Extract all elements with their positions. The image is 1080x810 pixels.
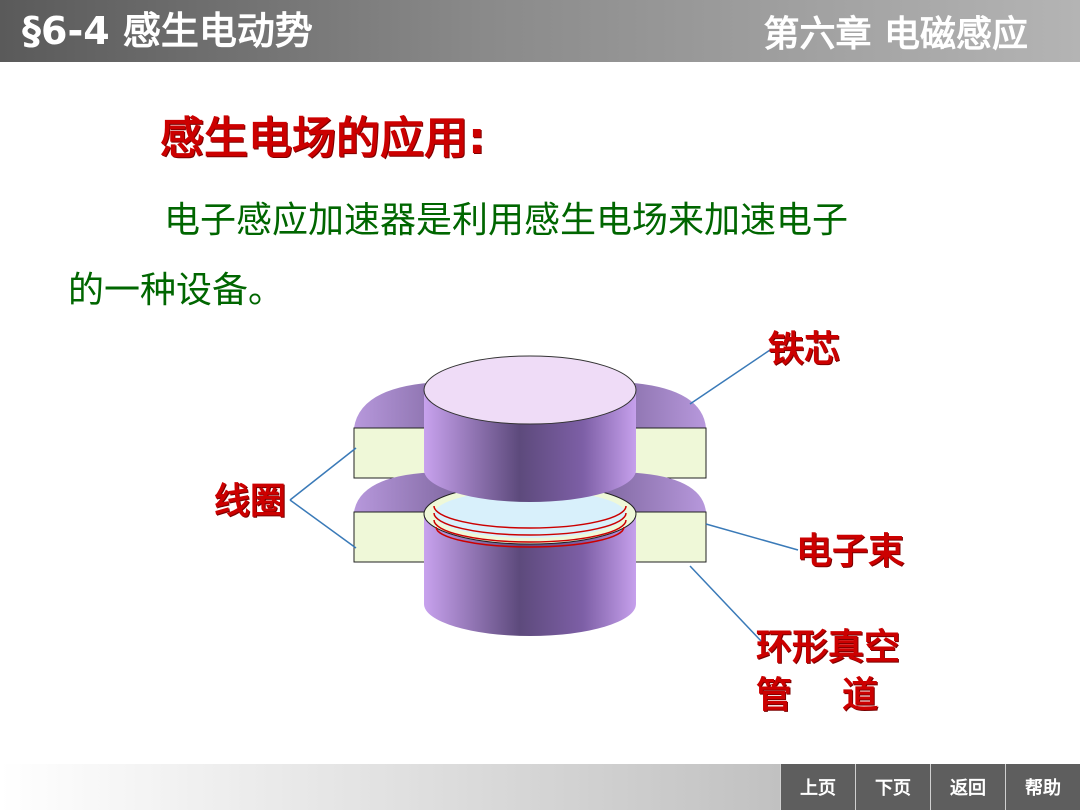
lower-coil-left: [353, 511, 427, 563]
next-page-button[interactable]: 下页: [855, 764, 930, 810]
label-vacuum-tube: 环形真空 管 道: [756, 624, 900, 720]
leader-vacuum-tube: [689, 565, 763, 643]
label-electron-beam: 电子束: [796, 531, 905, 572]
label-vacuum-tube-line-1: 环形真空: [756, 627, 901, 668]
prev-page-button[interactable]: 上页: [780, 764, 855, 810]
electron-beam-orbit: [433, 505, 627, 529]
slide-paragraph: 电子感应加速器是利用感生电场来加速电子 的一种设备。: [68, 186, 968, 326]
section-title: §6-4 感生电动势: [22, 9, 313, 53]
leader-iron-core: [689, 349, 771, 405]
nav-buttons: 上页 下页 返回 帮助: [780, 764, 1080, 810]
upper-coil-left: [353, 427, 427, 479]
paragraph-line-1: 电子感应加速器是利用感生电场来加速电子: [164, 200, 849, 241]
label-iron-core: 铁芯: [768, 329, 841, 370]
label-coil: 线圈: [214, 481, 287, 522]
leader-coil-upper: [289, 447, 357, 501]
slide-heading: 感生电场的应用:: [160, 113, 486, 164]
lower-coil-right: [633, 511, 707, 563]
footer-bar: 上页 下页 返回 帮助: [0, 764, 1080, 810]
title-bar: §6-4 感生电动势 第六章 电磁感应: [0, 0, 1080, 62]
chapter-title: 第六章 电磁感应: [763, 14, 1028, 55]
back-button[interactable]: 返回: [930, 764, 1005, 810]
paragraph-line-2: 的一种设备。: [68, 270, 285, 311]
help-button[interactable]: 帮助: [1005, 764, 1080, 810]
leader-coil-lower: [289, 499, 357, 549]
leader-electron-beam: [705, 523, 799, 551]
upper-coil-right: [633, 427, 707, 479]
upper-core-top: [423, 355, 637, 425]
label-vacuum-tube-line-2: 管 道: [756, 675, 879, 716]
